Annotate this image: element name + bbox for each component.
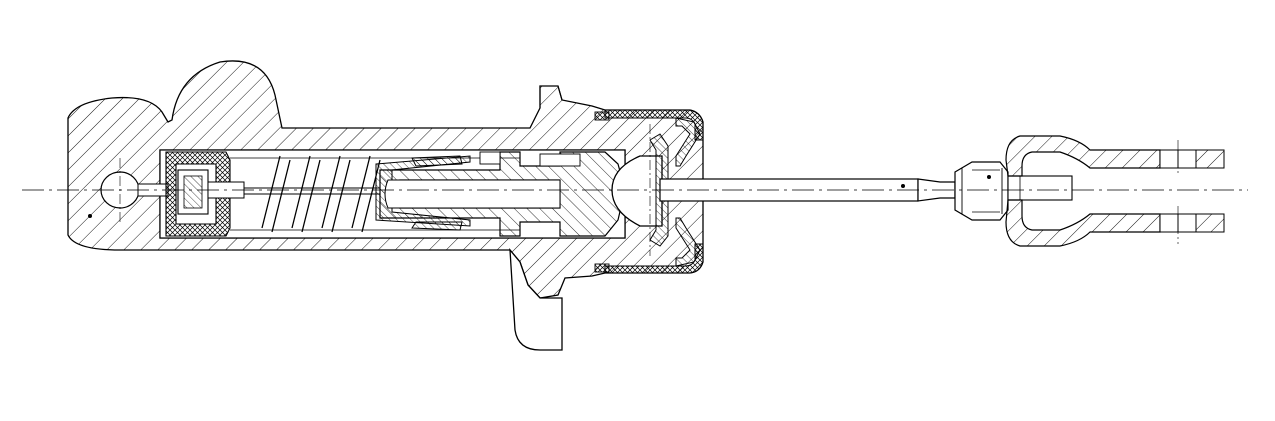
clevis-tab-upper-a: [1159, 149, 1179, 169]
clevis-tab-lower-a: [1159, 213, 1179, 233]
lock-nut: [954, 161, 1009, 221]
cap-seal-bottom: [594, 263, 610, 273]
clevis-tab-lower-c: [1195, 213, 1225, 233]
reference-dot-nut: [987, 175, 991, 179]
mounting-lug: [509, 248, 563, 351]
piston-seal-lip-bottom: [411, 221, 463, 231]
cap-seal-top: [594, 111, 610, 121]
end-cap-bottom: [604, 243, 704, 274]
piston-bore: [384, 179, 561, 209]
piston-seal-lip-top: [411, 155, 463, 167]
valve-poppet-inner: [183, 175, 203, 209]
reference-dot-pushrod: [901, 184, 905, 188]
clevis-yoke-lower: [1005, 199, 1161, 247]
spherical-pushrod-seat: [611, 155, 663, 227]
reference-dot-left: [88, 214, 92, 218]
end-cap-top: [604, 109, 704, 141]
piston-groove-mid: [539, 153, 581, 167]
clevis-tab-upper-c: [1195, 149, 1225, 169]
clevis-tab-lower-b: [1177, 213, 1197, 233]
clevis-tab-upper-b: [1177, 149, 1197, 169]
piston-groove-top: [479, 151, 501, 165]
clevis-yoke-upper: [1005, 135, 1161, 177]
upper-boss-outline: [539, 85, 563, 108]
threaded-stud: [1007, 175, 1073, 201]
